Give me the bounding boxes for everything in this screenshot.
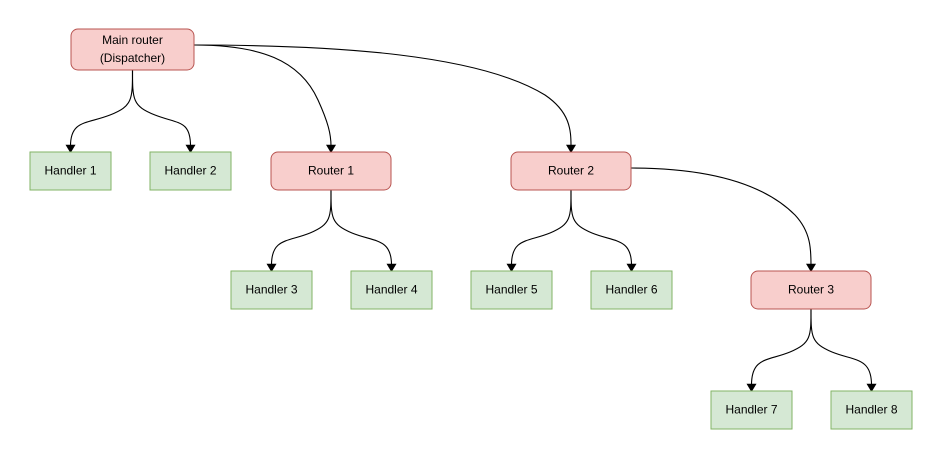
edge-line	[330, 189, 393, 266]
arrowhead-icon	[185, 144, 196, 154]
arrowhead-icon	[746, 383, 757, 393]
node-label: Handler 5	[485, 283, 537, 297]
node-label: Handler 2	[164, 164, 216, 178]
node-label-line1: Main router	[102, 33, 163, 47]
node-handler-5[interactable]: Handler 5	[470, 270, 553, 310]
node-label: Handler 6	[605, 283, 657, 297]
node-box[interactable]	[70, 28, 195, 71]
node-handler-1[interactable]: Handler 1	[29, 151, 112, 191]
arrowhead-icon	[266, 263, 277, 273]
node-label: Handler 8	[845, 403, 897, 417]
node-label: Handler 1	[44, 164, 96, 178]
edge-line	[270, 189, 332, 266]
edge-line	[810, 308, 873, 386]
edge-line	[193, 44, 572, 147]
edge-main-to-handler-1	[65, 69, 134, 154]
arrowhead-icon	[506, 263, 517, 273]
node-handler-6[interactable]: Handler 6	[590, 270, 673, 310]
edge-line	[570, 189, 633, 266]
node-label: Router 2	[548, 164, 594, 178]
arrowhead-icon	[386, 263, 397, 273]
edge-main-to-handler-2	[131, 69, 196, 154]
edges-layer	[65, 44, 877, 393]
edge-router-3-to-handler-7	[746, 308, 812, 393]
node-router-1[interactable]: Router 1	[270, 151, 392, 191]
node-box[interactable]	[710, 390, 793, 430]
node-box[interactable]	[590, 270, 673, 310]
arrowhead-icon	[805, 263, 817, 273]
arrowhead-icon	[866, 383, 877, 393]
node-box[interactable]	[149, 151, 232, 191]
arrowhead-icon	[65, 144, 76, 154]
node-label: Router 1	[308, 164, 354, 178]
nodes-layer: Main router (Dispatcher) Handler 1 Handler …	[29, 28, 913, 430]
edge-router-2-to-router-3	[630, 167, 817, 273]
node-box[interactable]	[510, 151, 632, 191]
node-label: Router 3	[788, 283, 834, 297]
edge-router-1-to-handler-4	[330, 189, 397, 273]
edge-main-to-router-2	[193, 44, 577, 154]
node-box[interactable]	[470, 270, 553, 310]
edge-line	[131, 69, 192, 147]
node-router-3[interactable]: Router 3	[750, 270, 872, 310]
edge-line	[750, 308, 812, 386]
edge-router-2-to-handler-6	[570, 189, 637, 273]
node-handler-2[interactable]: Handler 2	[149, 151, 232, 191]
node-handler-8[interactable]: Handler 8	[830, 390, 913, 430]
node-label: Handler 4	[365, 283, 417, 297]
edge-line	[510, 189, 572, 266]
edge-line	[193, 44, 332, 147]
edge-main-to-router-1	[193, 44, 337, 154]
node-box[interactable]	[350, 270, 433, 310]
arrowhead-icon	[626, 263, 637, 273]
node-box[interactable]	[750, 270, 872, 310]
node-box[interactable]	[230, 270, 313, 310]
node-handler-3[interactable]: Handler 3	[230, 270, 313, 310]
arrowhead-icon	[325, 144, 337, 154]
node-label-line2: (Dispatcher)	[100, 51, 165, 65]
edge-router-1-to-handler-3	[266, 189, 332, 273]
node-box[interactable]	[830, 390, 913, 430]
arrowhead-icon	[565, 144, 577, 154]
node-main-router[interactable]: Main router (Dispatcher)	[70, 28, 195, 71]
node-box[interactable]	[270, 151, 392, 191]
edge-line	[69, 69, 134, 147]
edge-line	[630, 167, 812, 266]
node-handler-7[interactable]: Handler 7	[710, 390, 793, 430]
node-router-2[interactable]: Router 2	[510, 151, 632, 191]
node-label: Handler 7	[725, 403, 777, 417]
node-label: Handler 3	[245, 283, 297, 297]
edge-router-2-to-handler-5	[506, 189, 572, 273]
edge-router-3-to-handler-8	[810, 308, 877, 393]
node-handler-4[interactable]: Handler 4	[350, 270, 433, 310]
node-box[interactable]	[29, 151, 112, 191]
